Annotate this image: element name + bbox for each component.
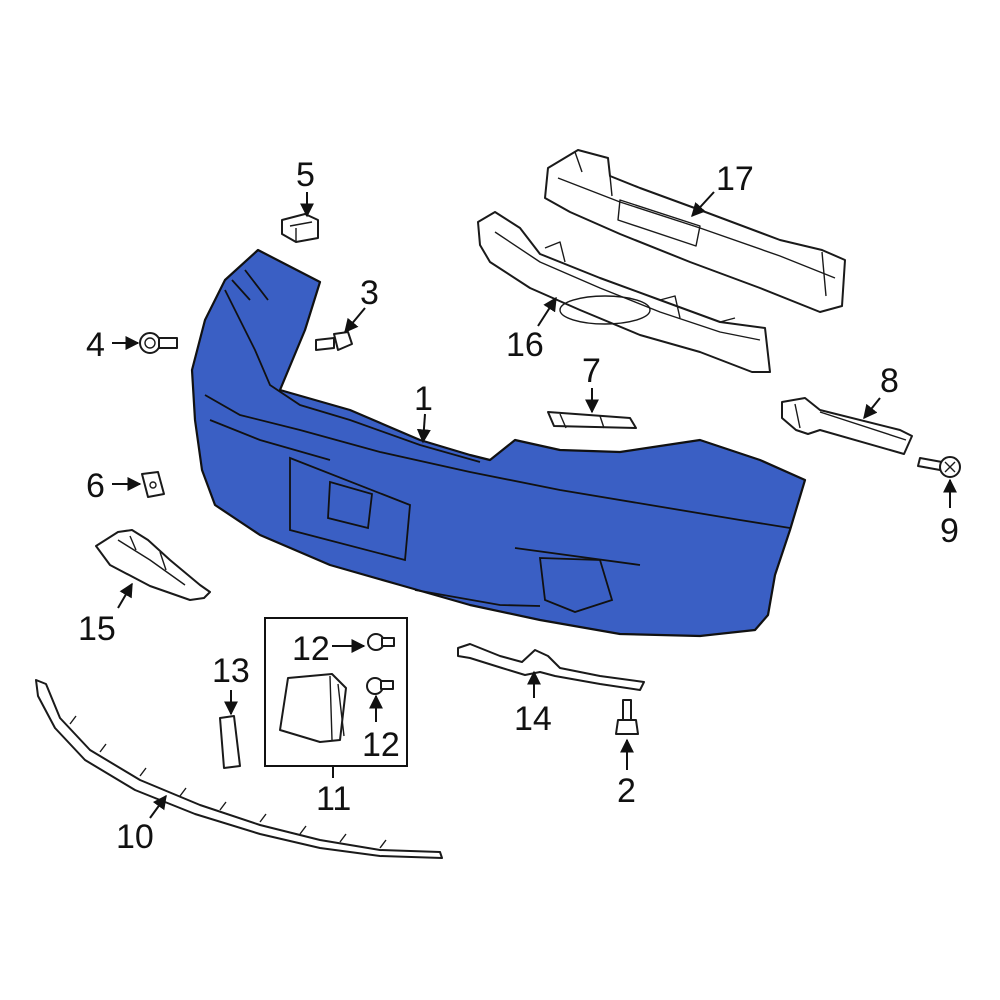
callout-5: 5	[296, 156, 315, 194]
energy-absorber	[477, 211, 771, 373]
bracket-14	[457, 643, 645, 691]
reinforcement-beam-upper	[544, 149, 846, 313]
bolt-4	[139, 332, 178, 354]
lower-molding-10	[35, 679, 443, 859]
callout-7: 7	[582, 352, 601, 390]
bracket-clip-5	[281, 213, 319, 243]
trim-piece-13	[219, 715, 241, 769]
callout-6: 6	[86, 467, 105, 505]
callout-17: 17	[716, 160, 754, 198]
callout-8: 8	[880, 362, 899, 400]
callout-15: 15	[78, 610, 116, 648]
callout-10: 10	[116, 818, 154, 856]
screw-3	[315, 331, 353, 351]
bracket-7	[547, 411, 637, 429]
callout-labels: 1 2 3 4 5 6 7 8 9 10 11 12 12 13 14 15 1…	[78, 156, 959, 856]
callout-14: 14	[514, 700, 552, 738]
callout-12-upper: 12	[292, 630, 330, 668]
bolt-2	[615, 699, 639, 735]
callout-2: 2	[617, 772, 636, 810]
callout-13: 13	[212, 652, 250, 690]
callout-9: 9	[940, 512, 959, 550]
leader-lines	[112, 191, 957, 819]
callout-11: 11	[316, 780, 351, 818]
callout-12-lower: 12	[362, 726, 400, 764]
callout-3: 3	[360, 274, 379, 312]
callout-4: 4	[86, 326, 105, 364]
nut-6	[141, 471, 165, 498]
push-pin-9	[917, 456, 961, 478]
side-bracket-8	[781, 397, 913, 455]
callout-1: 1	[414, 380, 433, 418]
bracket-15	[95, 529, 211, 601]
bumper-cover	[190, 248, 807, 638]
callout-16: 16	[506, 326, 544, 364]
reflector-assembly-11	[264, 617, 408, 767]
